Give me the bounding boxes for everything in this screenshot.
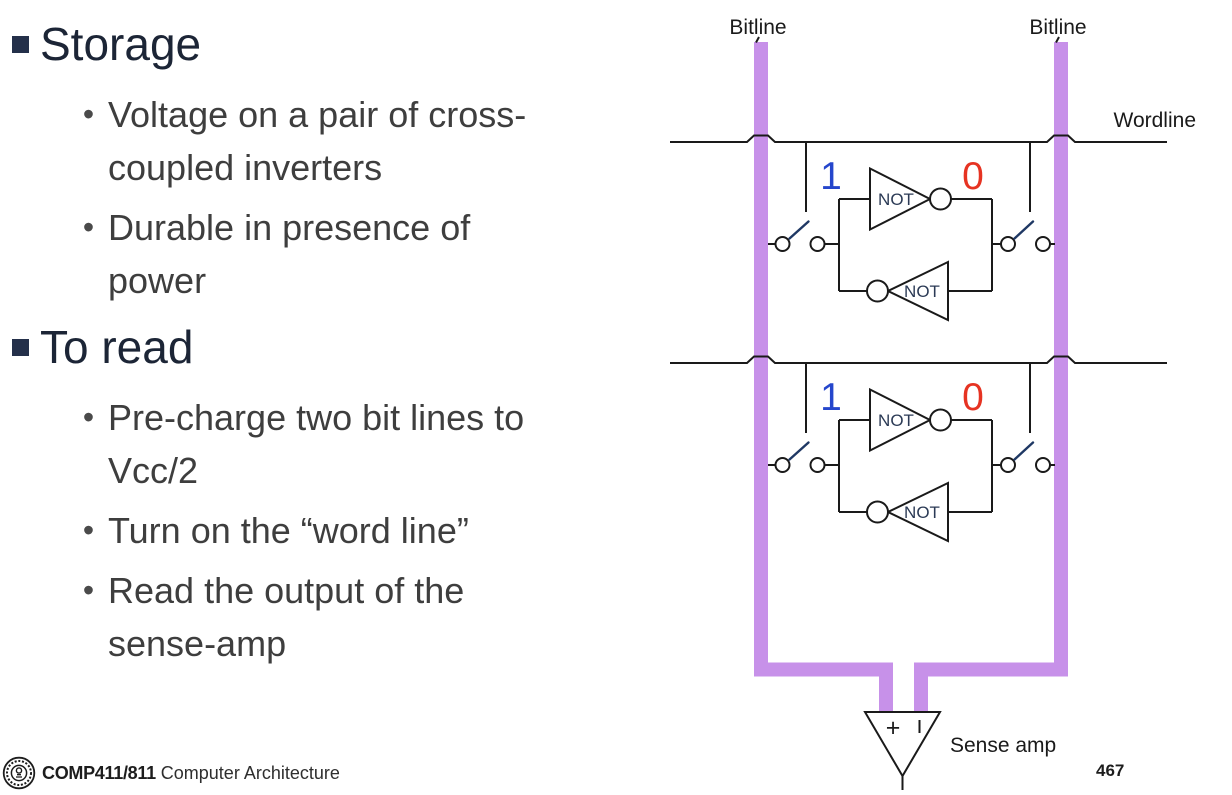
switch-contact [1035, 457, 1051, 473]
bullet-line: power [108, 260, 207, 301]
round-bullet-icon: • [82, 96, 95, 132]
bullet-line: sense-amp [108, 623, 287, 664]
switch-contact [809, 236, 826, 252]
section-items: • Voltage on a pair of cross- coupled in… [12, 88, 648, 307]
not-gate-label: NOT [904, 282, 940, 301]
bitline-right-pointer [1055, 36, 1060, 43]
inverter-bottom [885, 260, 949, 322]
bullet-text: Pre-charge two bit lines to Vcc/2 [108, 391, 524, 497]
bullet-line: Voltage on a pair of cross- [108, 94, 527, 135]
page-number: 467 [1096, 761, 1125, 780]
switch-contact [1000, 457, 1016, 473]
list-item: • Voltage on a pair of cross- coupled in… [12, 88, 648, 194]
inverter-bubble [866, 500, 889, 524]
bitline-left-label: Bitline [729, 16, 786, 39]
section-items: • Pre-charge two bit lines to Vcc/2 • Tu… [12, 391, 648, 670]
bullet-line: coupled inverters [108, 147, 383, 188]
stored-value-zero: 0 [962, 155, 984, 198]
bullet-line: Durable in presence of [108, 207, 471, 248]
switch-contact [809, 457, 826, 473]
bitline-right-label: Bitline [1029, 16, 1086, 39]
sense-amp-plus-label: + [886, 714, 901, 742]
bullet-text-panel: Storage • Voltage on a pair of cross- co… [12, 18, 648, 684]
bullet-line: Turn on the “word line” [108, 510, 469, 551]
list-item: • Read the output of the sense-amp [12, 564, 648, 670]
inverter-top [869, 166, 933, 232]
bullet-line: Vcc/2 [108, 450, 199, 491]
switch-blade [788, 441, 810, 461]
bullet-line: Read the output of the [108, 570, 465, 611]
inverter-bubble [866, 279, 889, 303]
inverter-top [869, 387, 933, 453]
wordline [670, 355, 1167, 364]
course-name: Computer Architecture [160, 762, 340, 783]
inverter-bubble [929, 187, 952, 211]
sense-amp-label: Sense amp [950, 734, 1056, 757]
switch-blade [1013, 441, 1035, 461]
sram-cell-row-1: NOT NOT 1 0 [670, 134, 1167, 322]
switch-contact [1000, 236, 1016, 252]
stored-value-one: 1 [820, 155, 842, 198]
list-item: • Turn on the “word line” [12, 504, 648, 557]
stored-value-one: 1 [820, 376, 842, 419]
round-bullet-icon: • [82, 572, 95, 608]
inverter-bubble [929, 408, 952, 432]
bullet-text: Voltage on a pair of cross- coupled inve… [108, 88, 526, 194]
bitline-left-pointer [755, 36, 760, 43]
round-bullet-icon: • [82, 209, 95, 245]
bullet-text: Turn on the “word line” [108, 504, 469, 557]
switch-contact [774, 236, 791, 252]
bullet-line: Pre-charge two bit lines to [108, 397, 525, 438]
university-seal-icon [2, 756, 36, 790]
inverter-bottom [885, 481, 949, 543]
switch-contact [774, 457, 791, 473]
section-title: To read [40, 321, 194, 373]
switch-blade [788, 220, 810, 240]
section-heading-to-read: To read [12, 321, 648, 374]
course-code: COMP411/811 [42, 762, 156, 783]
section-heading-storage: Storage [12, 18, 648, 71]
list-item: • Pre-charge two bit lines to Vcc/2 [12, 391, 648, 497]
bullet-text: Read the output of the sense-amp [108, 564, 464, 670]
square-bullet-icon [12, 36, 29, 53]
not-gate-label: NOT [878, 411, 914, 430]
wordline-label: Wordline [1114, 109, 1196, 132]
switch-blade [1013, 220, 1035, 240]
sram-cell-row-2: NOT NOT 1 0 [670, 355, 1167, 543]
round-bullet-icon: • [82, 512, 95, 548]
bullet-text: Durable in presence of power [108, 201, 470, 307]
wordline [670, 134, 1167, 143]
sense-amp-triangle [863, 711, 942, 778]
section-title: Storage [40, 18, 202, 70]
not-gate-label: NOT [904, 503, 940, 522]
not-gate-label: NOT [878, 190, 914, 209]
stored-value-zero: 0 [962, 376, 984, 419]
square-bullet-icon [12, 339, 29, 356]
list-item: • Durable in presence of power [12, 201, 648, 307]
switch-contact [1035, 236, 1051, 252]
round-bullet-icon: • [82, 399, 95, 435]
